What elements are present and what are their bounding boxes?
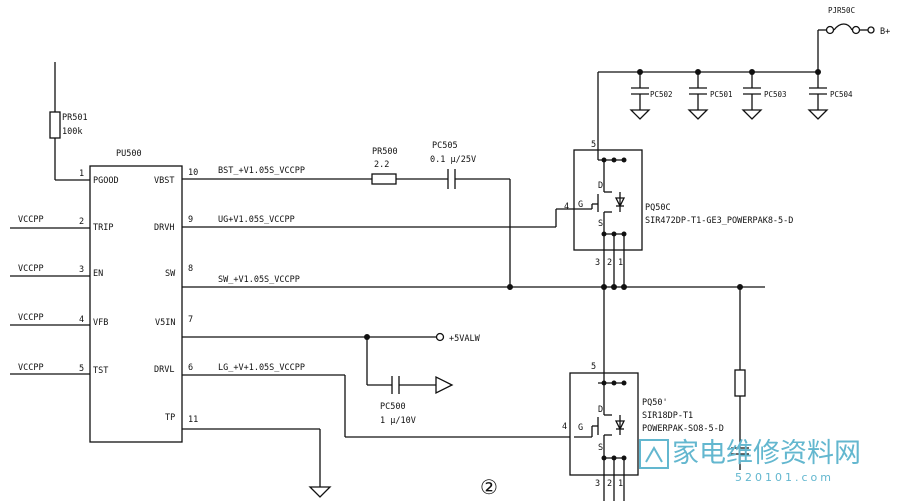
- cap-label-pc502: PC502: [650, 90, 673, 99]
- pq501-pin-4: 4: [562, 422, 567, 432]
- pin-name-vfb: VFB: [93, 318, 108, 328]
- pin-number-7: 7: [188, 315, 193, 325]
- pin-name-v5in: V5IN: [155, 318, 175, 328]
- pin-name-drvl: DRVL: [154, 365, 174, 375]
- pq501-ref: PQ50': [642, 398, 668, 408]
- pin-name-tp: TP: [165, 413, 175, 423]
- pin-number-1: 1: [79, 169, 84, 179]
- pq500-ref: PQ50C: [645, 203, 671, 213]
- pin-number-2: 2: [79, 217, 84, 227]
- vccpp-label-en: VCCPP: [18, 264, 44, 274]
- bst-net: BST_+V1.05S_VCCPP PR500 2.2 PC505 0.1 μ/…: [182, 141, 511, 287]
- pc500-ref: PC500: [380, 402, 406, 412]
- watermark-url: 520101.com: [735, 471, 834, 484]
- pq500-part-number: SIR472DP-T1-GE3_POWERPAK8-5-D: [645, 216, 793, 226]
- pq501-pin-2: 2: [607, 479, 612, 489]
- pin-name-pgood: PGOOD: [93, 176, 119, 186]
- net-label-5valw: +5VALW: [449, 334, 481, 344]
- pr501-resistor: PR501 100k: [49, 62, 90, 181]
- pc505-ref: PC505: [432, 141, 458, 151]
- pq500-mosfet: 5 D G S 4 3 2 1 PQ50C SIR472DP-T1-GE3_PO…: [564, 140, 793, 287]
- pin-name-en: EN: [93, 269, 103, 279]
- pin-number-9: 9: [188, 215, 193, 225]
- pin-number-8: 8: [188, 264, 193, 274]
- pr501-ref: PR501: [62, 113, 88, 123]
- pc500-value: 1 μ/10V: [380, 416, 416, 426]
- pq500-pin-1: 1: [618, 258, 623, 268]
- v5in-net: +5VALW PC500 1 μ/10V: [182, 332, 481, 426]
- pq501-source-label: S: [598, 443, 603, 453]
- cap-label-pc501: PC501: [710, 90, 733, 99]
- cap-label-pc503: PC503: [764, 90, 787, 99]
- pq500-source-label: S: [598, 219, 603, 229]
- vccpp-label-tst: VCCPP: [18, 363, 44, 373]
- pq500-gate-label: G: [578, 200, 583, 210]
- vccpp-label-trip: VCCPP: [18, 215, 44, 225]
- watermark-text: 家电维修资料网: [672, 438, 861, 469]
- pin-number-4: 4: [79, 315, 84, 325]
- pq500-pin-2: 2: [607, 258, 612, 268]
- pq500-pin-4: 4: [564, 202, 569, 212]
- left-inputs: VCCPP VCCPP VCCPP VCCPP: [10, 215, 90, 375]
- net-label-sw: SW_+V1.05S_VCCPP: [218, 275, 300, 285]
- vccpp-label-vfb: VCCPP: [18, 313, 44, 323]
- pin-name-tst: TST: [93, 366, 108, 376]
- pin-name-vbst: VBST: [154, 176, 174, 186]
- pq501-mosfet: 5 D G S 4 3 2 1 PQ50' SIR18DP-T1 POWERPA…: [562, 362, 724, 501]
- pq501-pin-1: 1: [618, 479, 623, 489]
- pq500-drain-label: D: [598, 181, 603, 191]
- pq501-pin-5: 5: [591, 362, 596, 372]
- pc505-value: 0.1 μ/25V: [430, 155, 476, 165]
- watermark: 家电维修资料网 520101.com: [639, 438, 861, 484]
- net-label-bplus: B+: [880, 27, 890, 37]
- pin-number-11: 11: [188, 415, 198, 425]
- pin-name-trip: TRIP: [93, 223, 113, 233]
- sw-net: SW_+V1.05S_VCCPP: [182, 275, 765, 290]
- pq500-pin-3: 3: [595, 258, 600, 268]
- pq501-package: POWERPAK-SO8-5-D: [642, 424, 724, 434]
- pin-number-5: 5: [79, 364, 84, 374]
- pq500-pin-5: 5: [591, 140, 596, 150]
- watermark-logo: [639, 439, 669, 469]
- pin-name-drvh: DRVH: [154, 223, 174, 233]
- tp-ground: [182, 428, 332, 498]
- sw-snubber: [731, 287, 749, 470]
- pr501-value: 100k: [62, 127, 82, 137]
- pin-name-sw: SW: [165, 269, 176, 279]
- pu500-ic: PU500 1 PGOOD 2 TRIP 3 EN 4 VFB 5 TST VB…: [79, 149, 198, 443]
- pq501-part-number: SIR18DP-T1: [642, 411, 693, 421]
- pin-number-10: 10: [188, 168, 198, 178]
- pin-number-6: 6: [188, 363, 193, 373]
- ug-net: UG+V1.05S_VCCPP: [182, 208, 574, 228]
- pr500-ref: PR500: [372, 147, 398, 157]
- net-label-lg: LG_+V+1.05S_VCCPP: [218, 363, 305, 373]
- pu500-ref: PU500: [116, 149, 142, 159]
- net-label-bst: BST_+V1.05S_VCCPP: [218, 166, 305, 176]
- cap-label-pc504: PC504: [830, 90, 853, 99]
- pq501-pin-3: 3: [595, 479, 600, 489]
- input-capacitors: PC502 PC501 PC503 PC504: [629, 72, 853, 120]
- pq501-gate-label: G: [578, 423, 583, 433]
- page-marker: ②: [480, 475, 498, 499]
- pin-number-3: 3: [79, 265, 84, 275]
- pq501-drain-label: D: [598, 405, 603, 415]
- net-label-ug: UG+V1.05S_VCCPP: [218, 215, 295, 225]
- pr500-value: 2.2: [374, 160, 389, 170]
- bplus-rail: PJR50C B+: [597, 6, 890, 150]
- pjr500-ref: PJR50C: [828, 6, 855, 15]
- lg-net: LG_+V+1.05S_VCCPP: [182, 363, 574, 438]
